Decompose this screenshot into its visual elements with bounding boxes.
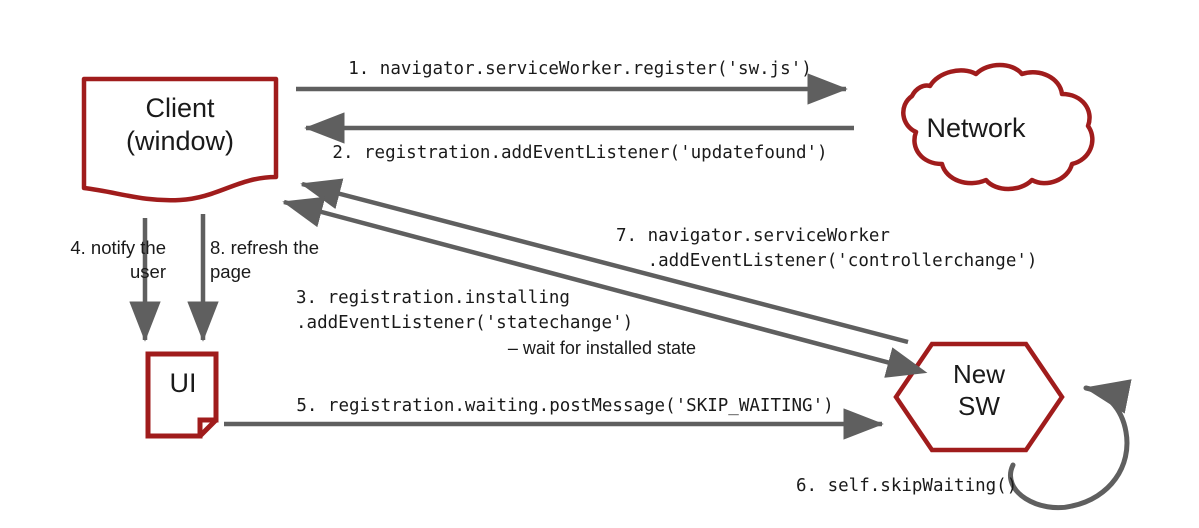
edge-label-step2: 2. registration.addEventListener('update… xyxy=(332,143,828,163)
node-ui-fold xyxy=(197,417,219,439)
edge-label-step3: 3. registration.installing.addEventListe… xyxy=(296,288,696,358)
edge-label-step4: 4. notify the user xyxy=(70,237,166,283)
edge-step3-arrow xyxy=(282,196,928,378)
edge-label-step6: 6. self.skipWaiting() xyxy=(796,476,1018,496)
node-newsw-shape xyxy=(893,341,1065,453)
edge-label-step8: 8. refresh the page xyxy=(210,237,320,283)
node-client-shape xyxy=(81,76,279,203)
edge-label-step7: 7. navigator.serviceWorker .addEventList… xyxy=(616,226,1038,271)
node-ui-shape xyxy=(145,351,219,439)
node-network-shape xyxy=(901,62,1095,192)
edge-label-step5: 5. registration.waiting.postMessage('SKI… xyxy=(296,396,834,416)
edge-step6-arrow xyxy=(1008,379,1132,511)
edge-label-step1: 1. navigator.serviceWorker.register('sw.… xyxy=(348,59,812,79)
